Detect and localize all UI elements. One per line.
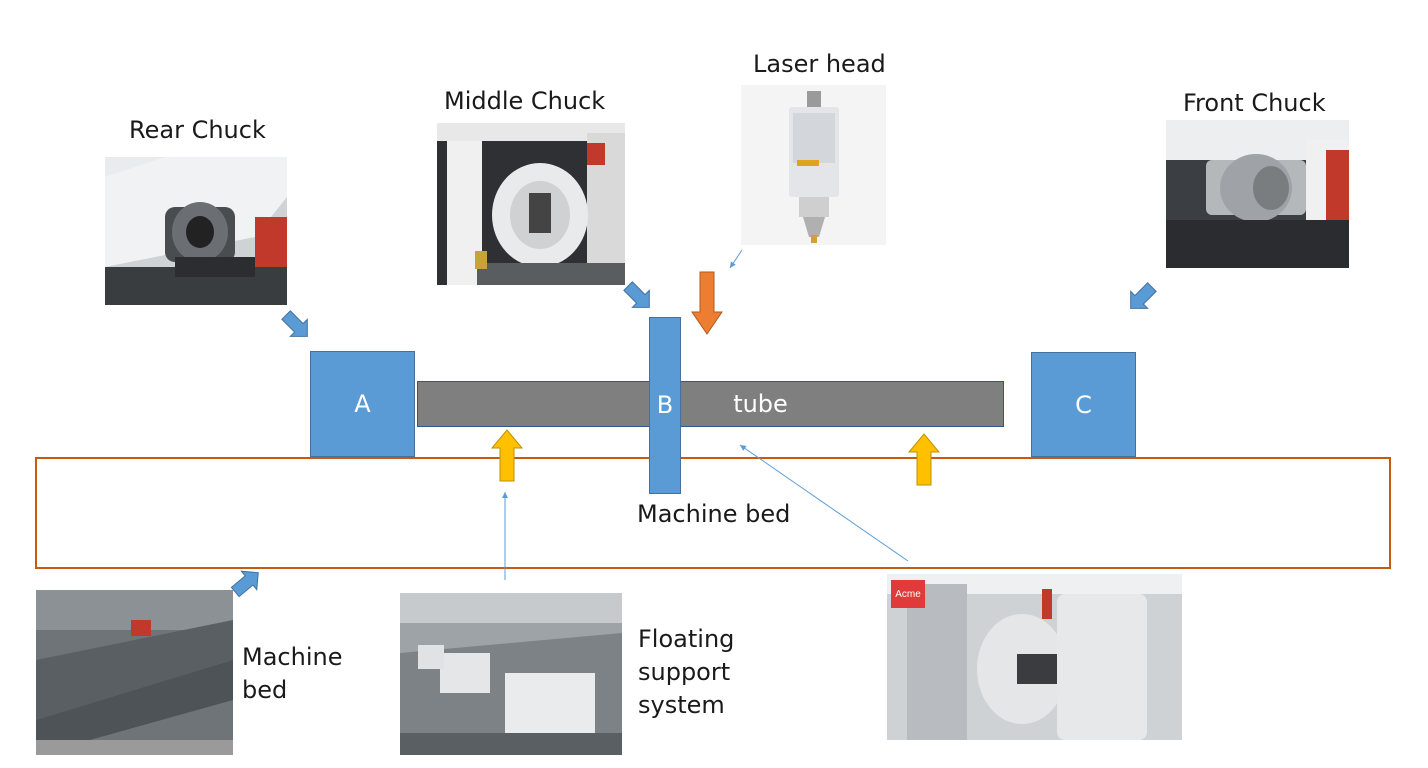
rear-chuck-pointer-arrow [281,310,308,337]
machine-bed-pointer-arrow [230,570,259,598]
front-chuck-pointer-arrow [1130,282,1157,309]
laser-head-photo [741,85,886,245]
laser-down-arrow [691,271,723,335]
laser-leader-line [729,249,743,269]
middle-chuck-photo [437,123,625,285]
front-chuck-photo [1166,120,1349,268]
machine-bed-outline [35,457,1391,569]
machine-bed-photo-label: Machine bed [242,643,343,704]
front-chuck-block-c: C [1031,352,1136,457]
floating-support-label: Floating support system [638,625,735,719]
middle-chuck-label: Middle Chuck [444,87,606,115]
block-b-label: B [656,390,674,419]
rear-chuck-block-a: A [310,351,415,457]
tube-bar: tube [417,381,1004,427]
middle-chuck-block-b: B [649,317,681,494]
block-c-label: C [1075,390,1092,419]
tube-label: tube [733,390,788,418]
tube-photo: Acme [887,574,1182,740]
laser-head-label: Laser head [753,50,886,78]
block-a-label: A [354,390,371,418]
machine-bed-center-label: Machine bed [637,500,791,528]
machine-bed-photo [36,590,233,755]
brand-badge: Acme [891,580,925,608]
front-chuck-label: Front Chuck [1183,89,1326,117]
rear-chuck-label: Rear Chuck [129,116,266,144]
middle-chuck-pointer-arrow [623,281,650,308]
rear-chuck-photo [105,157,287,305]
floating-support-photo [400,593,622,755]
